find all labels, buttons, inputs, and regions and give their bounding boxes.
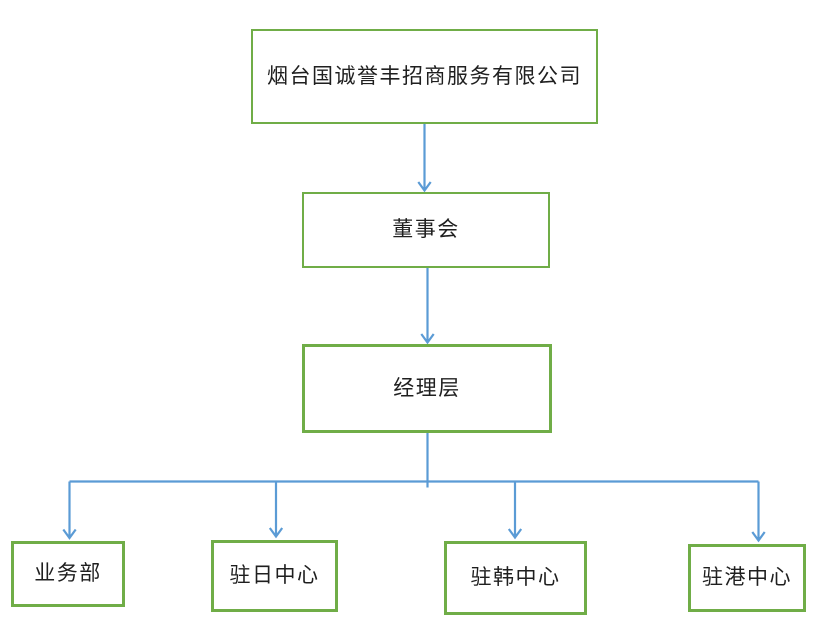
- arrow-to-korea-center: [507, 481, 523, 540]
- node-management-label: 经理层: [393, 375, 461, 400]
- node-management: 经理层: [302, 344, 552, 433]
- node-company-label: 烟台国诚誉丰招商服务有限公司: [267, 63, 582, 88]
- node-business-label: 业务部: [34, 561, 102, 586]
- node-board: 董事会: [302, 192, 550, 268]
- arrow-company-to-board: [417, 124, 432, 193]
- arrow-to-hk-center: [751, 481, 766, 543]
- node-japan-center-label: 驻日中心: [229, 563, 320, 588]
- node-hk-center: 驻港中心: [688, 544, 806, 612]
- node-board-label: 董事会: [392, 217, 460, 242]
- arrow-to-business: [62, 481, 77, 540]
- connector-group: [62, 124, 766, 543]
- node-hk-center-label: 驻港中心: [702, 565, 792, 590]
- node-company: 烟台国诚誉丰招商服务有限公司: [251, 29, 598, 124]
- node-korea-center-label: 驻韩中心: [470, 565, 561, 590]
- node-business: 业务部: [11, 541, 125, 607]
- node-korea-center: 驻韩中心: [444, 541, 587, 615]
- arrow-to-japan-center: [268, 481, 284, 539]
- arrow-board-to-management: [420, 268, 435, 345]
- node-japan-center: 驻日中心: [211, 540, 338, 612]
